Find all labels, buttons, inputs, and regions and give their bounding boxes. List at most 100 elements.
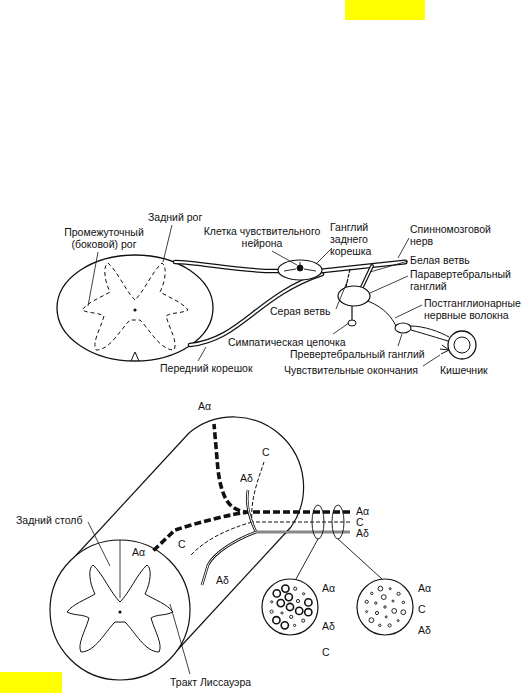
fibre-cross-section (303, 593, 305, 595)
label: Клетка чувствительного нейрона (198, 225, 326, 249)
label: C (418, 603, 426, 615)
fibre-cross-section (379, 624, 381, 626)
fibre-cross-section (294, 587, 297, 590)
nerve (362, 266, 372, 287)
fibre-cross-section (273, 617, 280, 624)
label: Промежуточный (боковой) рог (56, 226, 152, 250)
label: Ганглий заднего корешка (330, 221, 388, 257)
leader-line (88, 252, 98, 306)
nerve-fibre (252, 462, 350, 522)
postganglionic-fibre (411, 330, 448, 341)
spinal-cord-segment (118, 610, 121, 613)
spinal-cord-segment (171, 527, 291, 657)
leader-line (333, 323, 349, 334)
postganglionic-fibre (368, 301, 396, 326)
nerve (362, 266, 372, 287)
leader-line (423, 355, 440, 366)
spinal-cord-segment (120, 540, 121, 598)
label: C (262, 446, 270, 458)
nerve-fibre (202, 532, 256, 585)
fibre-cross-section (388, 624, 391, 627)
label: Aδ (356, 527, 369, 539)
ganglion (351, 306, 352, 320)
fibre-cross-section (281, 622, 288, 629)
section-marker (312, 505, 324, 539)
ganglion (348, 320, 356, 326)
leader-line (398, 334, 402, 346)
fibre-cross-section (375, 611, 378, 614)
section-marker (296, 505, 382, 579)
fibre-cross-section (294, 624, 296, 626)
leader-line (370, 276, 408, 293)
fibre-cross-section (282, 585, 289, 592)
nerve (175, 262, 279, 271)
label: Aα (322, 582, 335, 594)
leader-line (88, 522, 190, 674)
label: Aδ (240, 472, 253, 484)
leader-line (316, 248, 332, 264)
fibre-cross-section (296, 607, 303, 614)
section-marker (296, 539, 318, 579)
nerve-fibre (247, 490, 350, 532)
ganglion (395, 323, 411, 333)
fibre-cross-section (305, 599, 312, 606)
intestine (448, 331, 476, 359)
nerve-fibre (202, 532, 256, 585)
ganglion (338, 286, 370, 306)
fibre-cross-section (384, 606, 386, 608)
label: Aα (132, 546, 145, 558)
fibre-cross-section (366, 611, 368, 613)
label: Aδ (418, 624, 431, 636)
fibre-cross-section (397, 620, 399, 622)
spinal-cord-segment (50, 540, 190, 680)
nerve-fibre (214, 424, 350, 512)
nerve (321, 262, 405, 271)
label: Белая ветвь (410, 254, 470, 266)
label: Серая ветвь (270, 305, 331, 317)
intestine (448, 331, 476, 359)
label: Чувствительные окончания (284, 364, 418, 376)
leader-line (398, 238, 409, 258)
label: C (178, 538, 186, 550)
fibre-cross-section (397, 592, 400, 595)
fibre-cross-section (290, 615, 293, 618)
leader-line (163, 225, 172, 262)
intestine (454, 337, 470, 353)
leader-line (370, 261, 408, 272)
label: Aδ (216, 574, 229, 586)
fibre-cross-section (357, 579, 413, 635)
ganglion (278, 260, 411, 333)
label: Паравертебральный ганглий (410, 268, 522, 292)
fibre-cross-section (277, 600, 284, 607)
label: Передний корешок (160, 362, 253, 374)
fibre-cross-section (286, 603, 293, 610)
fibre-cross-section (270, 610, 273, 613)
label: C (356, 516, 364, 528)
fibre-cross-section (262, 579, 413, 635)
label: Задний столб (16, 514, 82, 526)
nerve-fibre (152, 424, 350, 585)
fibre-cross-section (273, 590, 280, 597)
fibre-cross-section (369, 618, 374, 623)
fibre-cross-section (302, 619, 305, 622)
leader-line (336, 282, 347, 309)
spinal-cord-section (131, 352, 139, 361)
label: Постганглионарные нервные волокна (424, 297, 524, 321)
spinal-cord-segment (50, 417, 304, 680)
ganglion (278, 260, 322, 280)
highlight (345, 0, 425, 20)
nerve-fibre (247, 490, 350, 532)
label: Aα (356, 505, 369, 517)
fibre-cross-section (271, 601, 273, 603)
highlight (0, 672, 62, 693)
label: Превертебральный ганглий (290, 348, 425, 360)
label: Симпатическая цепочка (228, 336, 346, 348)
spinal-cord-section (82, 263, 188, 350)
fibre-cross-section (385, 616, 387, 618)
fibre-cross-section (365, 600, 368, 603)
nerve (321, 262, 405, 271)
label: Задний рог (148, 211, 202, 223)
fibre-cross-section (375, 602, 377, 604)
leader-line (198, 347, 206, 361)
